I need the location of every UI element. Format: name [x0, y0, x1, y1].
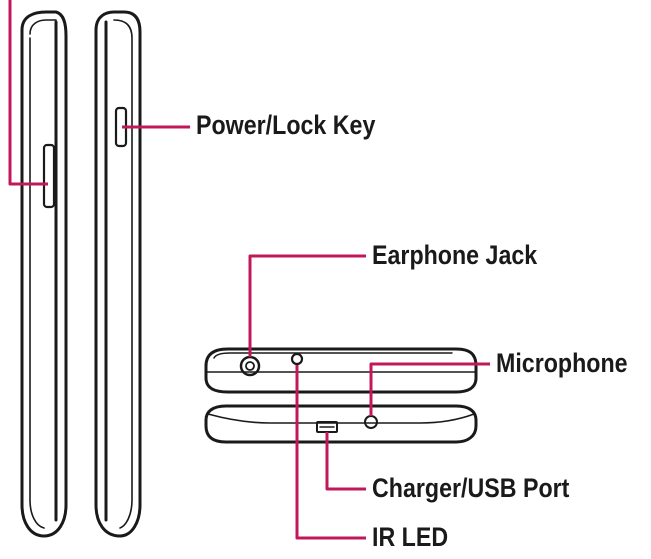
ir-led-window: [290, 352, 304, 366]
microphone-leader-line: [369, 362, 490, 416]
earphone-jack-leader-line: [248, 254, 366, 357]
charger-usb-port-label: Charger/USB Port: [372, 473, 570, 503]
ir-led-leader-line: [295, 365, 366, 540]
power-lock-key-label: Power/Lock Key: [196, 110, 376, 140]
phone-top-edge-view: [204, 347, 478, 394]
charger-usb-port-leader-line: [325, 432, 366, 491]
earphone-jack-label: Earphone Jack: [372, 240, 538, 270]
phone-left-side-view: [20, 10, 68, 538]
phone-right-side-view: [94, 10, 142, 538]
ir-led-label: IR LED: [372, 522, 449, 552]
phone-bottom-edge-view: [204, 404, 478, 444]
volume-key-leader-line: [8, 0, 48, 186]
microphone-label: Microphone: [496, 348, 628, 378]
microphone-hole: [364, 415, 378, 429]
